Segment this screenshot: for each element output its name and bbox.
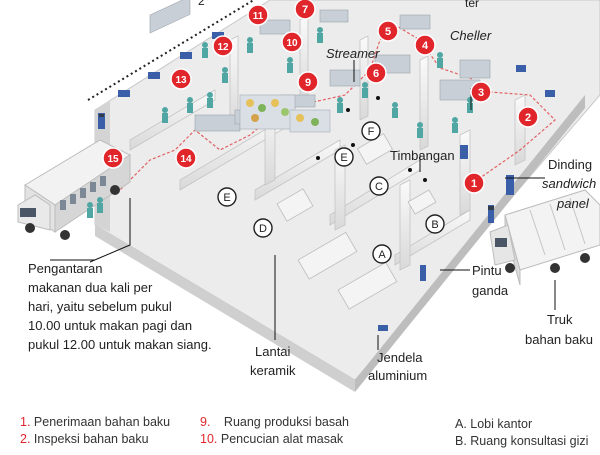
legend-item-1: 1. Penerimaan bahan baku — [20, 414, 170, 431]
room-marker-c: C — [369, 176, 389, 196]
svg-text:B: B — [431, 219, 438, 231]
windows-left — [98, 32, 224, 129]
window-label-line1: Jendela — [377, 350, 423, 365]
streamer-label: Streamer — [326, 46, 380, 61]
scale-label: Timbangan — [390, 148, 455, 163]
room-marker-e: E — [217, 187, 237, 207]
svg-text:2: 2 — [525, 112, 531, 124]
room-marker-d: D — [253, 218, 273, 238]
window-frames — [99, 114, 494, 210]
step-marker-11: 11 — [247, 4, 269, 26]
wall-label-line1: Dinding — [548, 157, 593, 172]
svg-text:6: 6 — [373, 68, 379, 80]
svg-text:10: 10 — [286, 38, 298, 49]
step-marker-12: 12 — [212, 35, 234, 57]
step-marker-3: 3 — [470, 81, 492, 103]
legend-text: Penerimaan bahan baku — [33, 415, 171, 429]
svg-text:9: 9 — [305, 77, 311, 89]
step-marker-1: 1 — [463, 172, 485, 194]
wall-label-line3: panel — [557, 196, 589, 211]
top-label-fragment-left: 2 — [198, 0, 205, 8]
legend-item-a: A. Lobi kantor — [455, 417, 533, 431]
svg-text:4: 4 — [422, 40, 429, 52]
truck-label-line1: Truk — [547, 312, 573, 327]
legend-number: 10. — [200, 432, 218, 446]
svg-text:1: 1 — [471, 178, 477, 190]
delivery-line-1: Pengantaran — [28, 261, 103, 276]
legend-item-2: 2. Inspeksi bahan baku — [20, 431, 149, 448]
svg-text:11: 11 — [253, 11, 264, 22]
door-label-line1: Pintu — [472, 263, 502, 278]
dotted-outline-left — [87, 0, 256, 101]
svg-text:F: F — [368, 126, 375, 138]
svg-text:7: 7 — [302, 4, 308, 16]
svg-text:E: E — [340, 152, 347, 164]
floor-label-line1: Lantai — [255, 344, 291, 359]
workers — [162, 27, 473, 148]
legend-item-9: 9. Ruang produksi basah — [200, 414, 349, 431]
legend-text: Ruang produksi basah — [223, 415, 350, 429]
step-marker-14: 14 — [175, 147, 197, 169]
room-marker-a: A — [372, 244, 392, 264]
delivery-line-4: 10.00 untuk makan pagi dan — [28, 318, 193, 333]
step-marker-7: 7 — [294, 0, 316, 20]
legend-item-b: B. Ruang konsultasi gizi — [455, 434, 589, 448]
delivery-line-3: hari, yaitu sebelum pukul — [28, 299, 172, 314]
legend-number: 1. — [20, 415, 31, 429]
svg-text:E: E — [223, 192, 230, 204]
step-marker-9: 9 — [297, 71, 319, 93]
svg-text:D: D — [259, 223, 267, 235]
step-marker-10: 10 — [281, 31, 303, 53]
svg-text:13: 13 — [175, 75, 187, 86]
windows-right — [378, 65, 555, 331]
svg-text:5: 5 — [385, 26, 391, 38]
svg-text:3: 3 — [478, 87, 484, 99]
step-marker-6: 6 — [365, 62, 387, 84]
front-left-outer-wall — [95, 225, 355, 392]
svg-text:15: 15 — [107, 154, 119, 165]
front-right-outer-wall — [355, 95, 585, 392]
svg-text:C: C — [375, 181, 383, 193]
delivery-line-2: makanan dua kali per — [28, 280, 153, 295]
window-label-line2: aluminium — [368, 368, 428, 383]
step-marker-15: 15 — [102, 147, 124, 169]
room-marker-b: B — [425, 214, 445, 234]
floor-label-line2: keramik — [250, 363, 296, 378]
top-label-fragment-right: ter — [465, 0, 480, 10]
legend-item-10: 10. Pencucian alat masak — [200, 431, 343, 448]
step-marker-2: 2 — [517, 106, 539, 128]
room-marker-f: F — [361, 121, 381, 141]
chiller-label: Cheller — [450, 28, 492, 43]
wall-dots — [316, 96, 427, 190]
truck-label-line2: bahan baku — [525, 332, 593, 347]
supply-truck — [489, 189, 600, 286]
step-marker-4: 4 — [414, 34, 436, 56]
legend-number: 9. — [200, 415, 211, 429]
step-marker-13: 13 — [170, 68, 192, 90]
svg-text:14: 14 — [180, 154, 192, 165]
prep-tables — [239, 94, 331, 133]
delivery-line-5: pukul 12.00 untuk makan siang. — [28, 337, 212, 352]
svg-text:12: 12 — [217, 42, 229, 53]
door-label-line2: ganda — [472, 283, 509, 298]
step-marker-5: 5 — [377, 20, 399, 42]
svg-text:A: A — [378, 249, 386, 261]
office-furniture — [276, 133, 437, 310]
legend-text: Pencucian alat masak — [220, 432, 344, 446]
room-marker-e: E — [334, 147, 354, 167]
wall-label-line2: sandwich — [542, 176, 597, 191]
legend-text: Inspeksi bahan baku — [33, 432, 149, 446]
legend-number: 2. — [20, 432, 31, 446]
callout-lines — [50, 60, 556, 350]
